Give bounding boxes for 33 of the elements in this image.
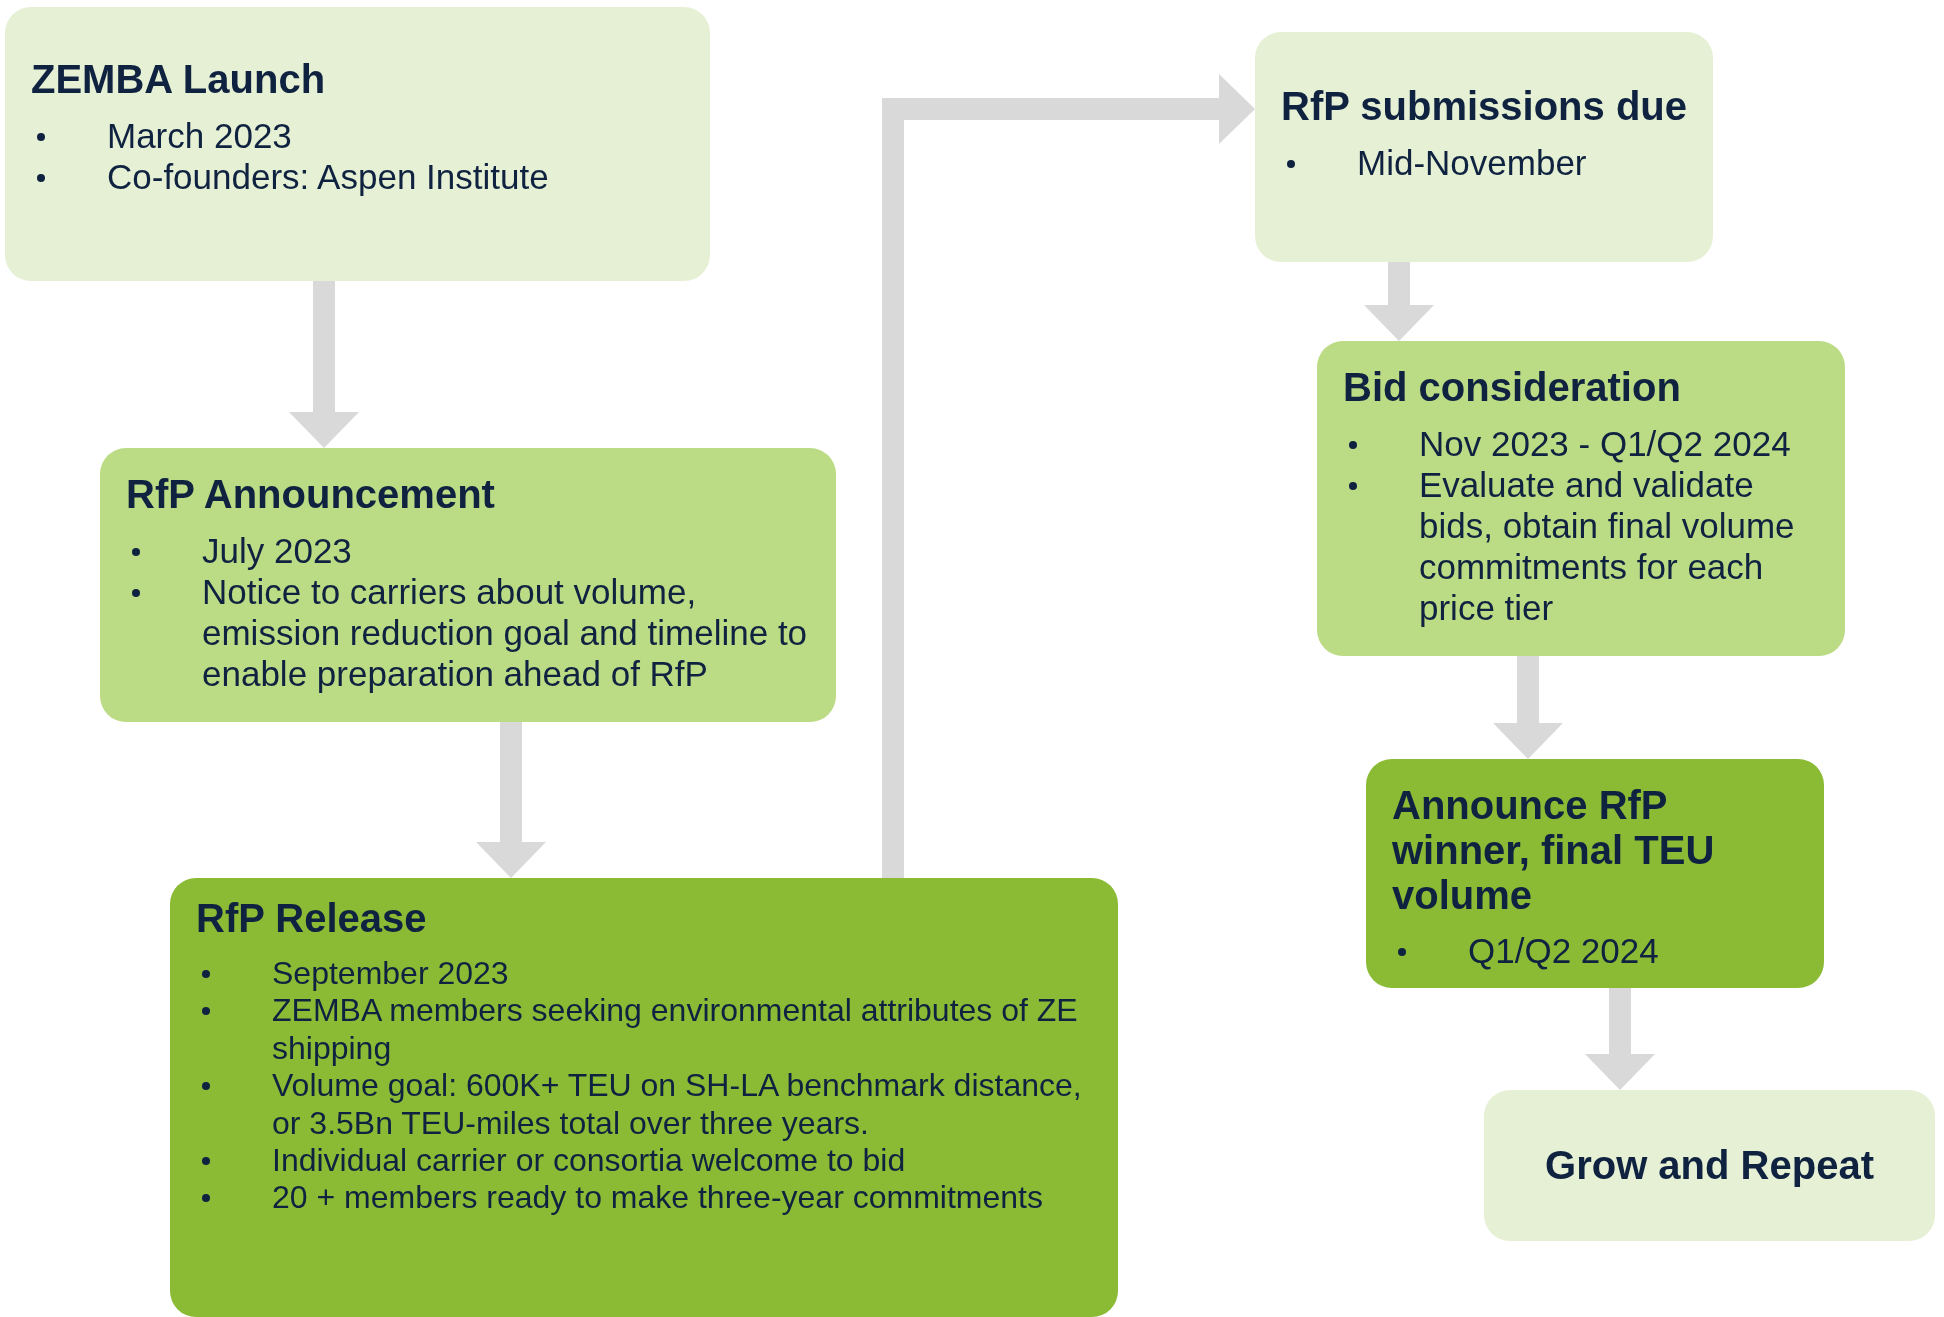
box-heading: RfP Announcement [126, 472, 496, 517]
block-arrow [1585, 988, 1655, 1090]
process-box [100, 448, 836, 722]
process-box [1484, 1090, 1935, 1241]
bullet-text: Mid-November [1357, 142, 1587, 182]
process-box [1366, 759, 1824, 988]
process-box [5, 7, 710, 281]
box-heading: RfP Release [196, 896, 428, 941]
block-arrow [882, 74, 1255, 878]
box-heading: ZEMBA Launch [31, 57, 327, 102]
process-box [170, 878, 1118, 1317]
bullet-text: Notice to carriers about volume, emission reduction goal and timeline to enable preparation ahead of RfP [202, 571, 808, 693]
bullet-text: March 2023 [107, 115, 292, 155]
box-heading: Grow and Repeat [1545, 1143, 1874, 1188]
process-box [1317, 341, 1845, 656]
bullet-text: July 2023 [202, 530, 352, 570]
bullet-text: Co-founders: Aspen Institute [107, 156, 549, 196]
block-arrow [1364, 262, 1434, 341]
bullet-text: Individual carrier or consortia welcome to bid [272, 1142, 906, 1178]
process-box [1255, 32, 1713, 262]
block-arrow [289, 281, 359, 448]
box-heading: RfP submissions due [1281, 84, 1687, 129]
block-arrow [1493, 656, 1563, 759]
bullet-text: Evaluate and validate bids, obtain final volume commitments for each price tier [1419, 464, 1795, 627]
bullet-text: 20 + members ready to make three-year commitments [272, 1179, 1043, 1216]
bullet-text: ZEMBA members seeking environmental attributes of ZE shipping [272, 992, 1078, 1066]
box-heading: Announce RfP winner, final TEU volume [1392, 783, 1716, 918]
box-heading: Bid consideration [1343, 365, 1682, 410]
bullet-text: Q1/Q2 2024 [1468, 931, 1659, 971]
bullet-text: Volume goal: 600K+ TEU on SH-LA benchmark distance, or 3.5Bn TEU-miles total over three years. [272, 1067, 1082, 1141]
bullet-text: September 2023 [272, 954, 509, 991]
block-arrow [476, 722, 546, 878]
bullet-text: Nov 2023 - Q1/Q2 2024 [1419, 423, 1791, 463]
